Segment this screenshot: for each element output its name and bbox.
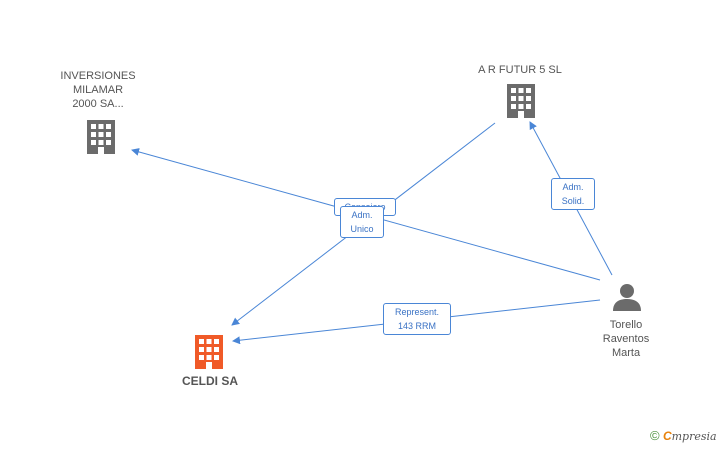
label-line: A R FUTUR 5 SL [478,64,562,76]
edge-label-represent: Represent. 143 RRM [383,303,451,335]
building-icon[interactable] [87,120,115,154]
edge-label-line: 143 RRM [397,321,436,331]
label-line: MILAMAR [72,84,124,96]
edge-label-line: Adm. [351,210,373,220]
label-line: INVERSIONES [60,70,136,82]
brand-logo-text: mpresia [671,430,717,443]
edge-label-adm-unico: Adm. Unico [340,206,384,238]
label-line: Torello [609,319,643,331]
person-icon[interactable] [613,284,641,311]
building-icon[interactable] [507,84,535,118]
node-label-torello[interactable]: Torello Raventos Marta [586,318,666,360]
edge-label-line: Solid. [561,196,585,206]
edge-label-line: Adm. [562,182,584,192]
copyright-symbol: © [650,428,660,443]
edge-label-adm-solid: Adm. Solid. [551,178,595,210]
node-label-celdi[interactable]: CELDI SA [160,374,260,388]
label-line: 2000 SA... [72,98,124,110]
label-line: Marta [611,347,641,359]
node-label-inversiones[interactable]: INVERSIONES MILAMAR 2000 SA... [48,69,148,111]
label-line: Raventos [602,333,650,345]
label-line: CELDI SA [181,374,238,388]
building-icon[interactable] [195,335,223,369]
edge-label-line: Unico [350,224,374,234]
brand-footer: © Cmpresia [650,428,717,443]
edge-label-line: Represent. [394,307,440,317]
brand-logo-letter: C [662,429,672,443]
node-label-arfutur[interactable]: A R FUTUR 5 SL [460,63,580,77]
